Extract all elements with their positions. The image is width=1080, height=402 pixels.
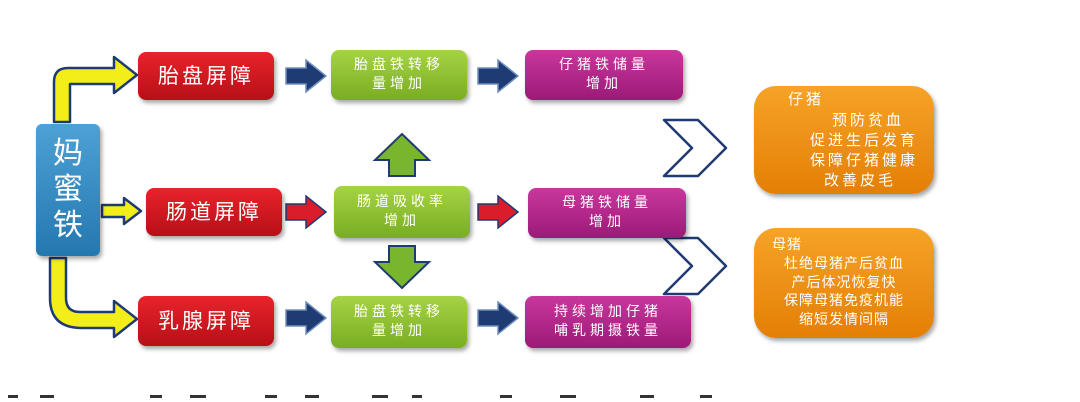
result-center-line-1: 母猪铁储量 — [562, 195, 652, 212]
result-bottom-line-2: 哺乳期摄铁量 — [554, 323, 662, 339]
yellow-straight-arrow — [100, 196, 143, 226]
outcome-piglet-item-4: 改善皮毛 — [823, 171, 896, 190]
outcome-piglet-item-3: 保障仔猪健康 — [809, 151, 918, 170]
navy-arrow-bottom-2 — [477, 300, 520, 336]
result-top-line-1: 仔猪铁储量 — [559, 57, 649, 74]
root-char-1: 妈 — [53, 136, 83, 171]
yellow-bent-arrow-down — [48, 256, 139, 339]
navy-arrow-top-2 — [477, 58, 520, 94]
middle-center-line-2: 增加 — [384, 213, 420, 229]
chevron-top — [662, 118, 728, 178]
outcome-piglet-item-1: 预防贫血 — [831, 110, 904, 129]
result-bottom-line-1: 持续增加仔猪 — [554, 304, 662, 321]
barrier-placenta: 胎盘屏障 — [138, 52, 274, 100]
outcome-sow-item-1: 杜绝母猪产后贫血 — [784, 255, 904, 272]
clipped-text-strip — [0, 392, 760, 402]
chevron-bottom — [662, 236, 728, 296]
outcome-sow-heading: 母猪 — [772, 236, 802, 253]
middle-node-center: 肠道吸收率 增加 — [334, 186, 470, 238]
result-top-line-2: 增加 — [586, 76, 622, 92]
middle-bottom-line-1: 胎盘铁转移 — [354, 304, 444, 321]
navy-arrow-bottom-1 — [285, 300, 328, 336]
green-arrow-up — [372, 132, 432, 177]
middle-top-line-1: 胎盘铁转移 — [354, 57, 444, 74]
outcome-sow-item-3: 保障母猪免疫机能 — [784, 293, 904, 310]
root-node-mamitie: 妈 蜜 铁 — [36, 124, 100, 256]
red-arrow-mid-2 — [477, 194, 520, 230]
red-arrow-mid-1 — [285, 194, 328, 230]
outcome-piglet: 仔猪 预防贫血 促进生后发育 保障仔猪健康 改善皮毛 — [754, 86, 934, 194]
outcome-piglet-heading: 仔猪 — [788, 90, 825, 109]
root-char-2: 蜜 — [53, 172, 83, 207]
middle-node-bottom: 胎盘铁转移 量增加 — [331, 296, 467, 348]
result-node-center: 母猪铁储量 增加 — [528, 188, 686, 238]
outcome-sow: 母猪 杜绝母猪产后贫血 产后体况恢复快 保障母猪免疫机能 缩短发情间隔 — [754, 228, 934, 338]
outcome-sow-item-4: 缩短发情间隔 — [799, 312, 889, 329]
middle-top-line-2: 量增加 — [372, 76, 426, 92]
yellow-bent-arrow-up — [52, 55, 139, 124]
result-node-bottom: 持续增加仔猪 哺乳期摄铁量 — [525, 296, 691, 348]
navy-arrow-top-1 — [285, 58, 328, 94]
result-node-top: 仔猪铁储量 增加 — [525, 50, 683, 100]
result-center-line-2: 增加 — [589, 214, 625, 230]
outcome-piglet-item-2: 促进生后发育 — [809, 130, 918, 149]
middle-center-line-1: 肠道吸收率 — [357, 194, 447, 211]
outcome-sow-item-2: 产后体况恢复快 — [791, 274, 897, 291]
middle-bottom-line-2: 量增加 — [372, 323, 426, 339]
middle-node-top: 胎盘铁转移 量增加 — [331, 50, 467, 100]
root-char-3: 铁 — [53, 208, 83, 243]
green-arrow-down — [372, 245, 432, 290]
barrier-intestine: 肠道屏障 — [146, 188, 282, 236]
barrier-mammary: 乳腺屏障 — [138, 296, 274, 346]
